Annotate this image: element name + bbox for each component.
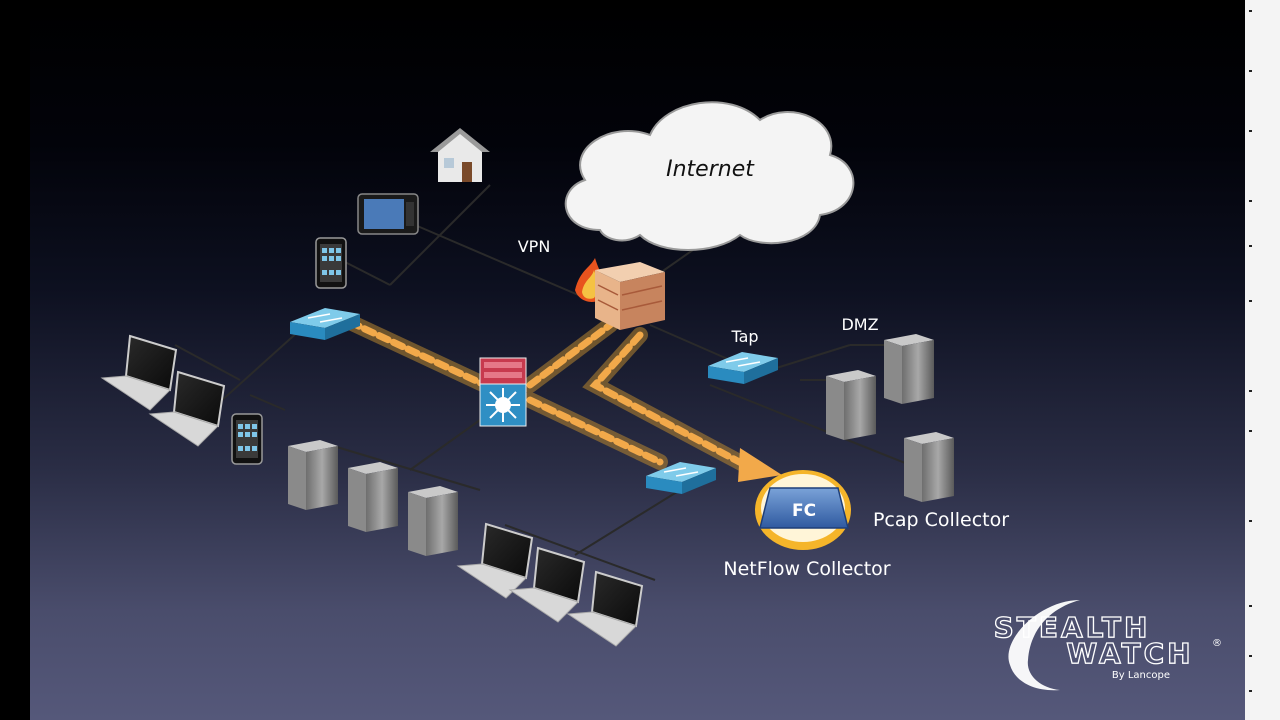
pcap-server-icon: [904, 432, 954, 502]
server-icon-2: [348, 462, 398, 532]
house-icon: [430, 128, 490, 182]
line-phone-to-vpn: [344, 261, 391, 286]
pcap-collector-label: Pcap Collector: [873, 509, 1009, 531]
phone-icon-left: [231, 413, 263, 465]
logo-swoosh: [1008, 600, 1080, 691]
tablet-icon: [357, 193, 419, 235]
server-icon-3: [408, 486, 458, 556]
line-servers-bus: [329, 444, 481, 491]
laptop-icon-bottom-1: [456, 522, 534, 599]
logo-line1: STEALTH: [994, 611, 1151, 644]
left-switch-icon: [290, 308, 360, 340]
logo-byline: By Lancope: [1112, 670, 1170, 681]
laptop-icon-left-1: [100, 334, 178, 411]
line-tap-to-pcap: [709, 384, 911, 466]
server-icon-1: [288, 440, 338, 510]
netflow-collector-icon: FC: [755, 470, 851, 550]
line-left-switch-phone: [249, 394, 286, 411]
internet-label: Internet: [666, 157, 755, 182]
line-firewall-to-tap: [649, 324, 731, 361]
core-switch-icon: [479, 357, 527, 427]
laptop-icon-bottom-2: [508, 546, 586, 623]
flow-arrowhead: [738, 448, 782, 482]
dmz-server-icon-2: [826, 370, 876, 440]
internet-cloud: Internet: [564, 101, 855, 251]
netflow-collector-label: NetFlow Collector: [723, 558, 890, 580]
line-bottom-switch-laptops: [574, 489, 681, 556]
laptop-icon-left-2: [148, 370, 226, 447]
logo-registered: ®: [1212, 638, 1222, 649]
stealthwatch-logo: STEALTH WATCH ® By Lancope: [993, 600, 1222, 691]
flow-firewall-to-collector: [589, 331, 749, 469]
line-laptops-bus: [504, 524, 656, 581]
phone-icon-top: [315, 237, 347, 289]
logo-line2: WATCH: [1066, 637, 1193, 670]
line-tap-to-dmz: [769, 344, 851, 371]
fc-badge-label: FC: [792, 501, 816, 521]
flow-core-to-bottom-switch: [526, 396, 664, 466]
line-core-to-servers: [409, 419, 481, 471]
bottom-switch-icon: [646, 462, 716, 494]
dmz-label: DMZ: [841, 315, 878, 334]
vpn-label: VPN: [518, 237, 551, 256]
dmz-server-icon-1: [884, 334, 934, 404]
laptop-icon-bottom-3: [566, 570, 644, 647]
tap-switch-icon: [708, 352, 778, 384]
flow-core-to-firewall: [526, 321, 614, 389]
tap-label: Tap: [730, 327, 758, 346]
flow-left-switch-to-core: [346, 318, 489, 389]
line-left-switch-laptop1: [174, 344, 241, 381]
line-tablet-to-vpn: [414, 224, 591, 301]
flow-arrows: [342, 314, 782, 482]
right-edge-strip: [1245, 0, 1280, 720]
firewall-icon: [575, 258, 665, 330]
